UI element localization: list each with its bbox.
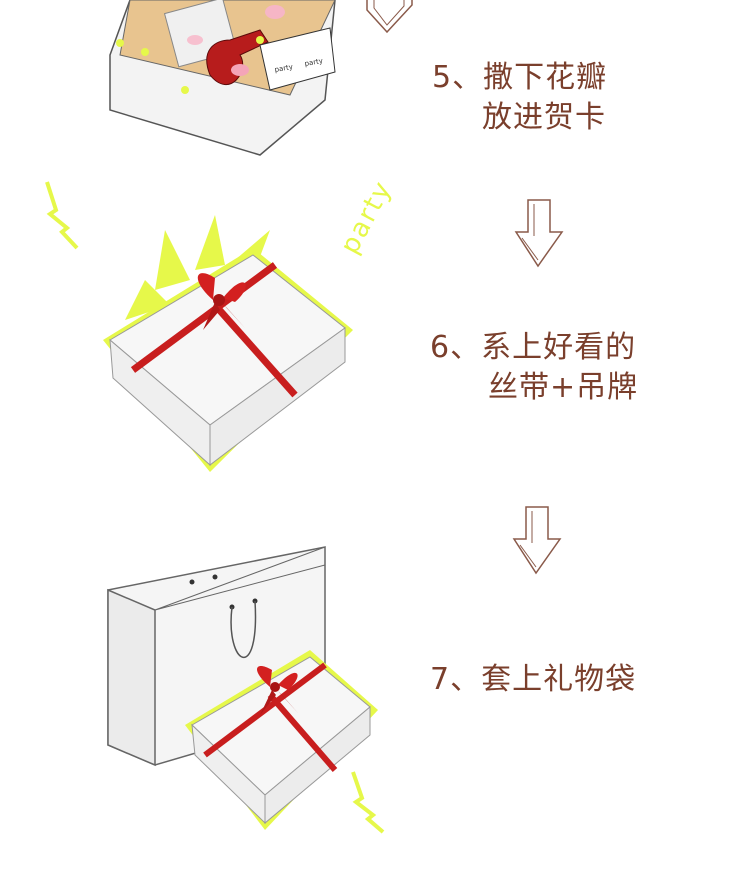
bow-icon (257, 666, 298, 715)
step-6-line-2: 丝带+吊牌 (488, 370, 639, 405)
down-arrow-icon (512, 506, 562, 575)
gift-bag-illustration (107, 546, 378, 830)
lightning-icon (351, 771, 385, 834)
card-text-2: party (304, 57, 324, 68)
down-arrow-icon (514, 199, 564, 268)
bow-icon (197, 273, 246, 330)
card-text-1: party (274, 63, 294, 74)
lightning-icon (45, 181, 79, 250)
box-with-petals-illustration: party party (109, 0, 336, 156)
step-5-line-1: 5、撒下花瓣 (432, 60, 608, 95)
down-arrow-icon (366, 0, 413, 34)
step-7-line-1: 7、套上礼物袋 (430, 662, 637, 697)
step-6-line-1: 6、系上好看的 (430, 330, 637, 365)
step-5-line-2: 放进贺卡 (482, 100, 606, 135)
gift-box-illustration (103, 215, 353, 472)
